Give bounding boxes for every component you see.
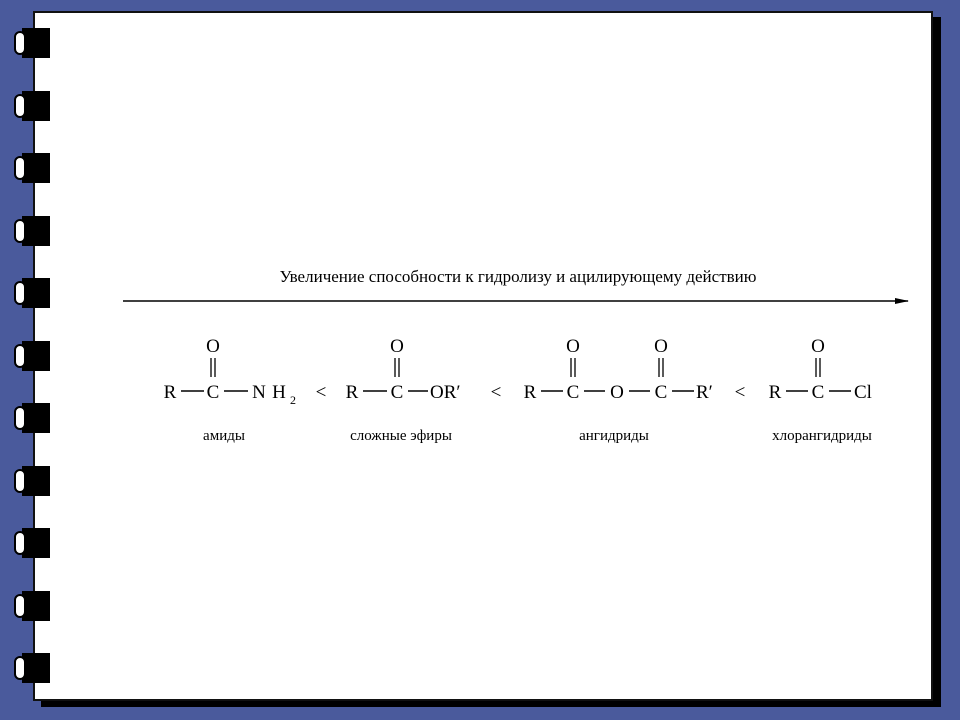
notebook-page xyxy=(33,11,933,701)
binder-ring-icon xyxy=(14,91,50,121)
ester-structure: O R C OR′ xyxy=(346,336,461,403)
ester-carbonyl-oxygen: O xyxy=(390,336,404,357)
binder-ring-icon xyxy=(14,341,50,371)
amide-carbonyl-oxygen: O xyxy=(206,336,220,357)
amide-carbon: C xyxy=(207,382,220,403)
diagram-title: Увеличение способности к гидролизу и аци… xyxy=(280,267,757,286)
less-than-3: < xyxy=(735,382,746,403)
anhydride-bridge-oxygen: O xyxy=(610,382,624,403)
amide-nitrogen: N xyxy=(252,382,266,403)
anhydride-oxygen-right: O xyxy=(654,336,668,357)
binder-ring-icon xyxy=(14,153,50,183)
caption-chlorides: хлорангидриды xyxy=(772,428,872,444)
binder-ring-icon xyxy=(14,278,50,308)
chloride-carbon: C xyxy=(812,382,825,403)
anhydride-oxygen-left: O xyxy=(566,336,580,357)
caption-esters: сложные эфиры xyxy=(350,428,452,444)
less-than-2: < xyxy=(491,382,502,403)
binder-ring-icon xyxy=(14,28,50,58)
amide-hydrogen: H xyxy=(272,382,286,403)
anhydride-carbon-left: C xyxy=(567,382,580,403)
caption-anhydrides: ангидриды xyxy=(579,428,649,444)
amide-subscript: 2 xyxy=(290,393,296,407)
anhydride-r-group: R xyxy=(524,382,537,403)
chloride-carbonyl-oxygen: O xyxy=(811,336,825,357)
binder-ring-icon xyxy=(14,653,50,683)
amide-r-group: R xyxy=(164,382,177,403)
binder-ring-icon xyxy=(14,216,50,246)
ester-r-group: R xyxy=(346,382,359,403)
ester-carbon: C xyxy=(391,382,404,403)
chloride-chlorine: Cl xyxy=(854,382,872,403)
caption-amides: амиды xyxy=(203,428,245,444)
amide-structure: O R C N H 2 xyxy=(164,336,296,407)
binder-ring-icon xyxy=(14,466,50,496)
less-than-1: < xyxy=(316,382,327,403)
ester-alkoxy-group: OR′ xyxy=(430,382,461,403)
chloride-r-group: R xyxy=(769,382,782,403)
binder-ring-icon xyxy=(14,528,50,558)
binder-ring-icon xyxy=(14,591,50,621)
acyl-chloride-structure: O R C Cl xyxy=(769,336,872,403)
anhydride-r-prime-group: R′ xyxy=(696,382,713,403)
anhydride-carbon-right: C xyxy=(655,382,668,403)
binder-ring-icon xyxy=(14,403,50,433)
anhydride-structure: O O R C O C R′ xyxy=(524,336,713,403)
